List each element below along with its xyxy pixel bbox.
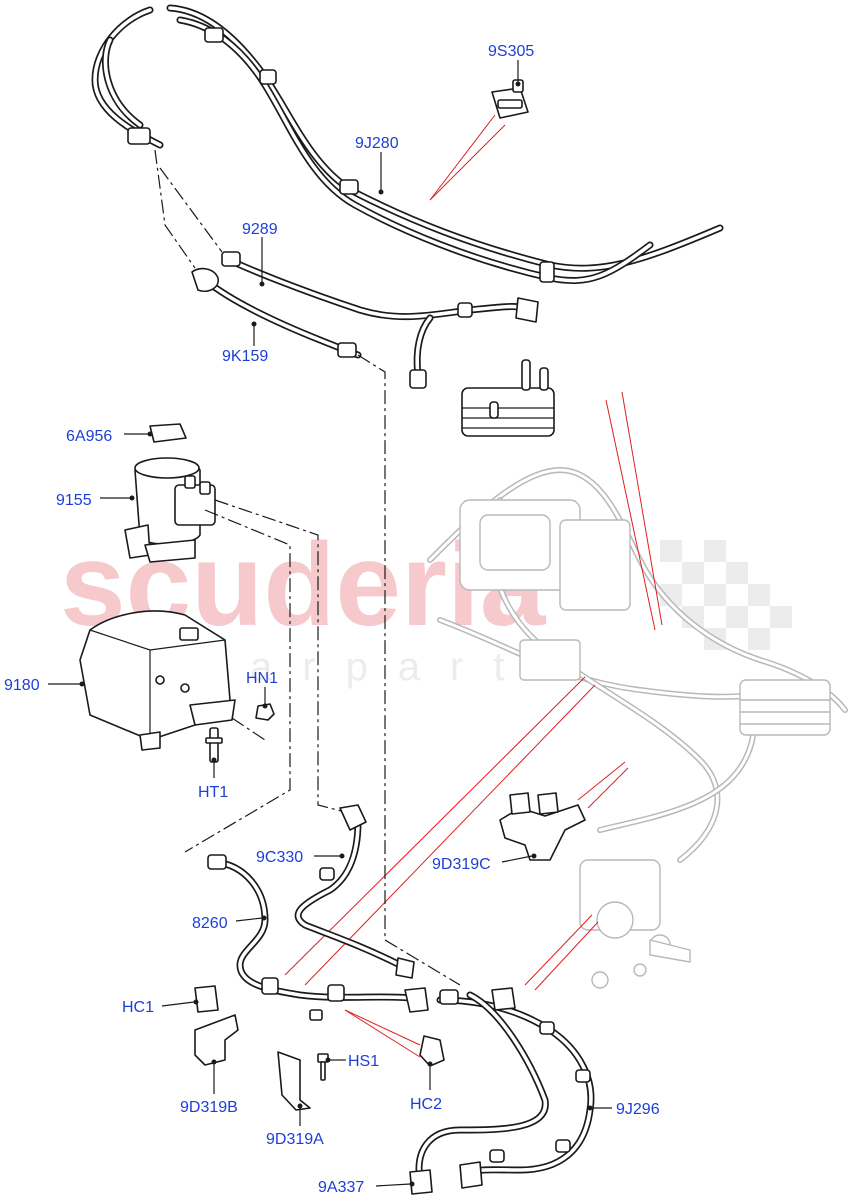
part-labels: 9S305 9J280 9289 9K159 6A956 9155 9180 H… [4,43,660,1196]
label-HC1: HC1 [122,999,154,1016]
filter-bracket-9180 [79,610,236,751]
connector-9S305 [491,79,529,119]
label-9D319A: 9D319A [266,1131,324,1148]
bracket-9D319B [194,1014,239,1066]
leaders [48,60,612,1187]
label-9A337: 9A337 [318,1179,364,1196]
fuel-pipe-bundle-9J280 [91,4,724,284]
fuel-hose-9J296 [409,987,595,1195]
fuel-hose-9K159 [191,267,362,359]
watermark-sub: carparts [200,645,585,689]
clip-HC2 [419,1035,445,1067]
label-HC2: HC2 [410,1096,442,1113]
label-9D319C: 9D319C [432,856,491,873]
label-9K159: 9K159 [222,348,268,365]
nut-HN1 [255,703,275,721]
label-HN1: HN1 [246,670,278,687]
label-6A956: 6A956 [66,428,112,445]
label-9180: 9180 [4,677,40,694]
bracket-9D319C [499,792,586,861]
label-9C330: 9C330 [256,849,303,866]
reference-lines [284,114,663,1058]
label-9J280: 9J280 [355,135,399,152]
fuel-hose-9C330 [294,804,415,979]
label-9155: 9155 [56,492,92,509]
label-9289: 9289 [242,221,278,238]
engine-assembly-ghost [427,467,848,989]
label-8260: 8260 [192,915,228,932]
assembly-lines [154,149,461,986]
fuel-filter-9155 [124,457,216,563]
fuel-hose-8260 [207,854,429,1021]
label-9D319B: 9D319B [180,1099,238,1116]
fuel-cooler [461,359,555,437]
watermark-checker [660,540,792,650]
label-9J296: 9J296 [616,1101,660,1118]
label-HT1: HT1 [198,784,228,801]
bolt-HS1 [317,1053,329,1081]
clip-HC1 [194,985,219,1013]
stud-HT1 [205,727,223,763]
bracket-9D319A [277,1051,311,1111]
fuel-hose-9289 [221,251,539,389]
label-HS1: HS1 [348,1053,379,1070]
sensor-6A956 [149,423,187,443]
label-9S305: 9S305 [488,43,534,60]
